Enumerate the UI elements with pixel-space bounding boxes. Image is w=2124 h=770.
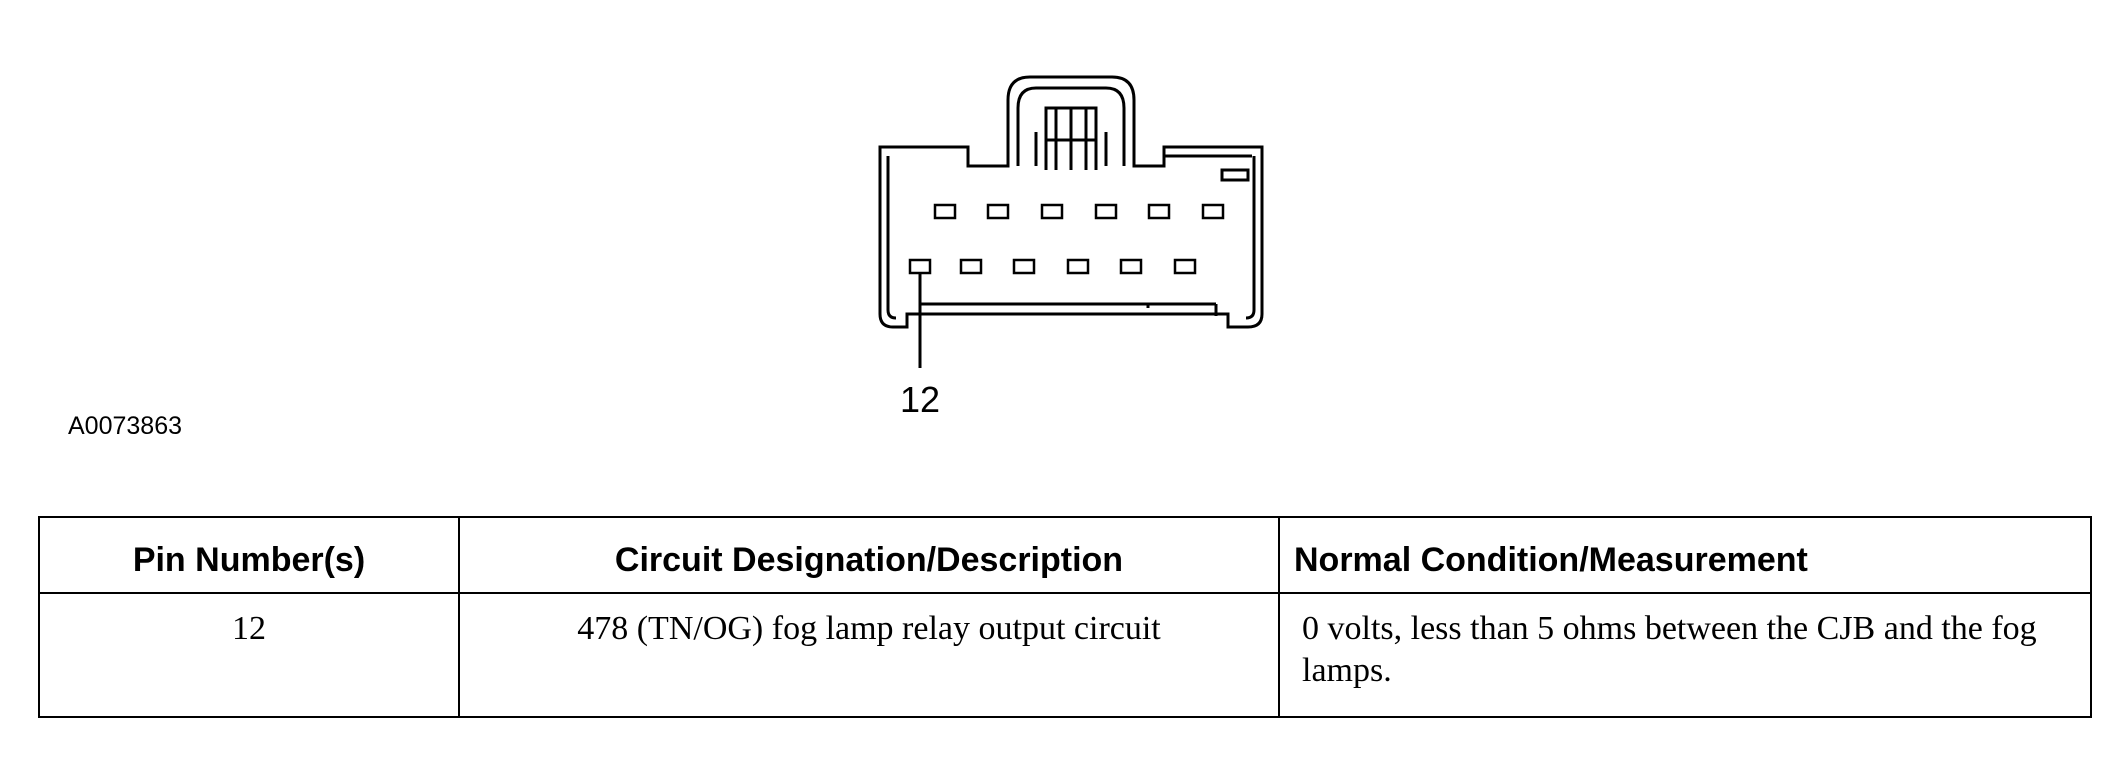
pin-cavity [1066, 258, 1090, 275]
pin-cavities-bottom-row [908, 258, 1197, 275]
cell-pin-number: 12 [38, 592, 460, 718]
pin-cavity [1173, 258, 1197, 275]
figure-id: A0073863 [68, 412, 183, 440]
pin-cavity [1147, 203, 1171, 220]
pin-cavity [1094, 203, 1118, 220]
header-normal-condition: Normal Condition/Measurement [1278, 516, 2092, 594]
callout-pin-label: 12 [900, 379, 940, 420]
table-header-row: Pin Number(s) Circuit Designation/Descri… [38, 516, 2092, 594]
pin-cavity [1012, 258, 1036, 275]
connector-diagram: 12 [878, 75, 1264, 420]
header-pin-number: Pin Number(s) [38, 516, 460, 594]
header-circuit-designation: Circuit Designation/Description [458, 516, 1280, 594]
pin-cavity [1201, 203, 1225, 220]
pin-cavity [986, 203, 1010, 220]
cell-normal-condition: 0 volts, less than 5 ohms between the CJ… [1278, 592, 2092, 718]
pin-cavity [1119, 258, 1143, 275]
cell-circuit-description: 478 (TN/OG) fog lamp relay output circui… [458, 592, 1280, 718]
table-row: 12 478 (TN/OG) fog lamp relay output cir… [38, 592, 2092, 718]
pin-cavity [959, 258, 983, 275]
connector-outline [878, 75, 1264, 329]
pin-cavity [933, 203, 957, 220]
pin-cavity-12 [908, 258, 932, 275]
pin-cavity [1040, 203, 1064, 220]
pin-cavities-top-row [933, 203, 1225, 220]
pin-table: Pin Number(s) Circuit Designation/Descri… [38, 516, 2092, 718]
